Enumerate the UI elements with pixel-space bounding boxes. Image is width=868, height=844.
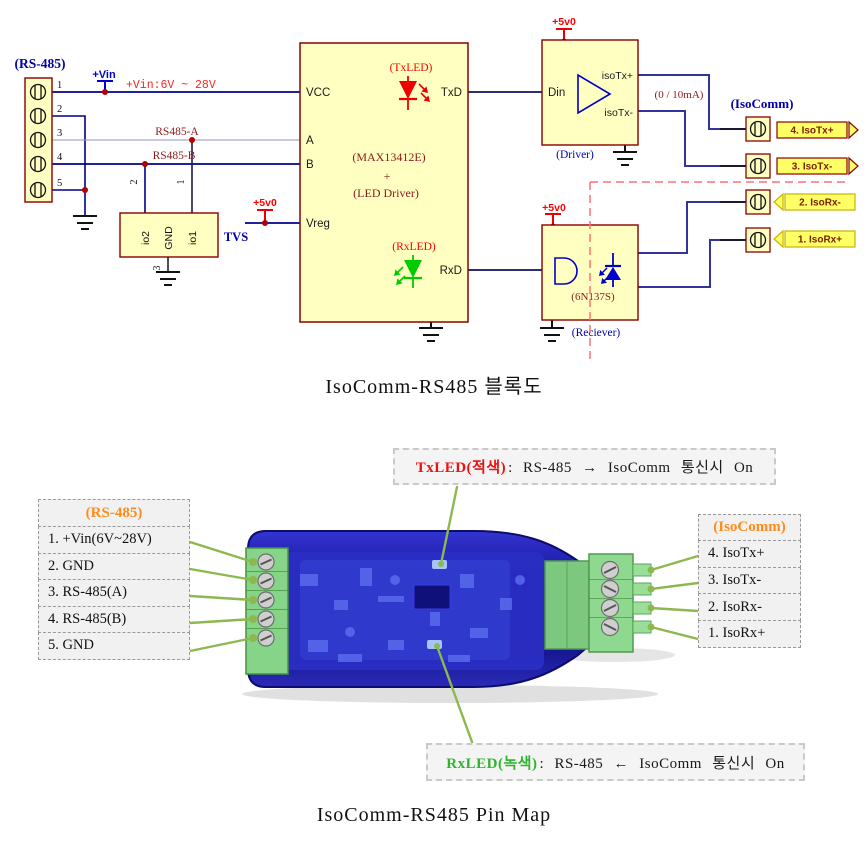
pin-row: 1. IsoRx+ [698,620,801,648]
flag-label: 2. IsoRx- [799,198,841,209]
rxled-callout-led: RxLED(녹색) [446,755,538,772]
isocomm-flag: 3. IsoTx- [776,156,859,176]
ic-subname: (LED Driver) [353,186,419,200]
v5-label-receiver: +5v0 [542,202,566,214]
current-note: (0 / 10mA) [655,89,704,101]
pin-isotx-p: isoTx+ [602,70,633,82]
txled-callout-text: : RS-485 → IsoComm 통신시 On [508,460,754,476]
pin-b: B [306,159,314,171]
pin-row: 2. IsoRx- [698,593,801,622]
pin-vreg: Vreg [306,218,330,230]
main-ic-box: VCC A B Vreg TxD RxD (TxLED) (RxLED) (MA… [299,42,469,323]
driver-box: Din isoTx+ isoTx- (Driver) [541,39,639,161]
pcb-main-chip [413,584,451,610]
tvs-pin-io1: io1 [187,231,199,245]
screws [600,560,620,637]
pin-din: Din [548,87,565,99]
isocomm-terminals: (IsoComm) 4. IsoTx+ 3. IsoTx- 2. IsoRx- [731,96,859,253]
rx-led-icon [394,255,422,288]
rs485-connector: (RS-485) 1 2 3 4 5 [15,56,66,203]
flag-label: 3. IsoTx- [792,162,833,173]
v5-label-driver: +5v0 [552,16,576,28]
rxled-callout: RxLED(녹색): RS-485 ← IsoComm 통신시 On [426,743,805,781]
screws [257,553,275,647]
pcb-components [300,568,525,662]
isocomm-flag: 2. IsoRx- [773,192,856,212]
screw-terminal-icons [749,120,767,249]
txled-pointer-line [439,485,459,566]
flag-label: 1. IsoRx+ [798,235,842,246]
buffer-triangle-icon [577,73,612,115]
pin-number: 1 [57,80,62,91]
vin-range-label: +Vin:6V ~ 28V [126,79,216,92]
pin-txd: TxD [441,87,462,99]
receiver-label: (Reciever) [572,327,621,339]
tvs-box: io2 GND io1 2 1 3 TVS [119,180,248,271]
ic-name: (MAX13412E) [352,150,425,164]
block-diagram-title: IsoComm-RS485 블록도 [325,376,543,398]
pin-row: 1. +Vin(6V~28V) [38,526,190,554]
wire-clamp-tabs [632,563,652,634]
pin-number: 3 [57,128,62,139]
tvs-label: TVS [224,230,248,244]
rxled-label: (RxLED) [392,241,436,253]
tvs-num-2: 2 [129,180,140,185]
txled-callout-led: TxLED(적색) [415,460,507,476]
gate-icon [554,257,578,285]
pin-isotx-n: isoTx- [604,107,633,119]
rxled-pointer-line [435,644,474,744]
device-photo [242,530,675,703]
tvs-num-3: 3 [152,266,163,271]
pin-row: 2. GND [38,552,190,580]
ground-symbols [73,145,637,342]
rs485-table-header: (RS-485) [38,499,190,527]
tx-led-icon [399,76,430,110]
pin-rxd: RxD [440,265,462,277]
optocoupler-icon [599,253,621,287]
txled-callout: TxLED(적색): RS-485 → IsoComm 통신시 On [393,448,776,485]
tvs-pin-gnd: GND [163,226,175,250]
isolation-dashed-line [589,181,850,360]
isocomm-label: (IsoComm) [731,96,794,111]
pin-number: 5 [57,178,62,189]
tvs-pin-io2: io2 [140,231,152,245]
rxled-callout-text: : RS-485 ← IsoComm 통신시 On [539,755,785,772]
pin-map-title: IsoComm-RS485 Pin Map [316,804,552,826]
pin-a: A [306,135,314,147]
right-terminal-block [544,553,652,653]
ic-plus: + [384,169,391,183]
tvs-num-1: 1 [176,180,187,185]
pin-row: 5. GND [38,632,190,660]
callout-lines [188,485,700,744]
pin-row: 4. RS-485(B) [38,605,190,633]
isocomm-table-header: (IsoComm) [698,514,801,541]
power-taps [97,28,572,225]
left-terminal-block [245,547,289,675]
isocomm-pin-table: (IsoComm) 4. IsoTx+ 3. IsoTx- 2. IsoRx- … [698,514,801,648]
net-rs485a: RS485-A [155,126,199,138]
txled-label: (TxLED) [390,62,433,74]
isocomm-flag: 4. IsoTx+ [776,120,859,140]
screw-terminal-icons [29,83,47,199]
isocomm-flag: 1. IsoRx+ [773,229,856,249]
v5-label-vreg: +5v0 [253,197,277,209]
pin-row: 3. IsoTx- [698,566,801,595]
driver-label: (Driver) [556,149,594,161]
pin-row: 4. IsoTx+ [698,540,801,568]
rs485-connector-label: (RS-485) [15,56,66,71]
flag-label: 4. IsoTx+ [790,126,833,137]
vin-label: +Vin [92,69,116,81]
pin-number: 2 [57,104,62,115]
rs485-pin-table: (RS-485) 1. +Vin(6V~28V) 2. GND 3. RS-48… [38,499,190,660]
receiver-ic-label: (6N137S) [571,291,615,303]
pin-number: 4 [57,152,63,163]
receiver-box: (6N137S) (Reciever) [541,224,639,339]
net-rs485b: RS485-B [153,150,196,162]
pin-row: 3. RS-485(A) [38,579,190,607]
pin-vcc: VCC [306,87,330,99]
schematic-wires [52,74,746,288]
